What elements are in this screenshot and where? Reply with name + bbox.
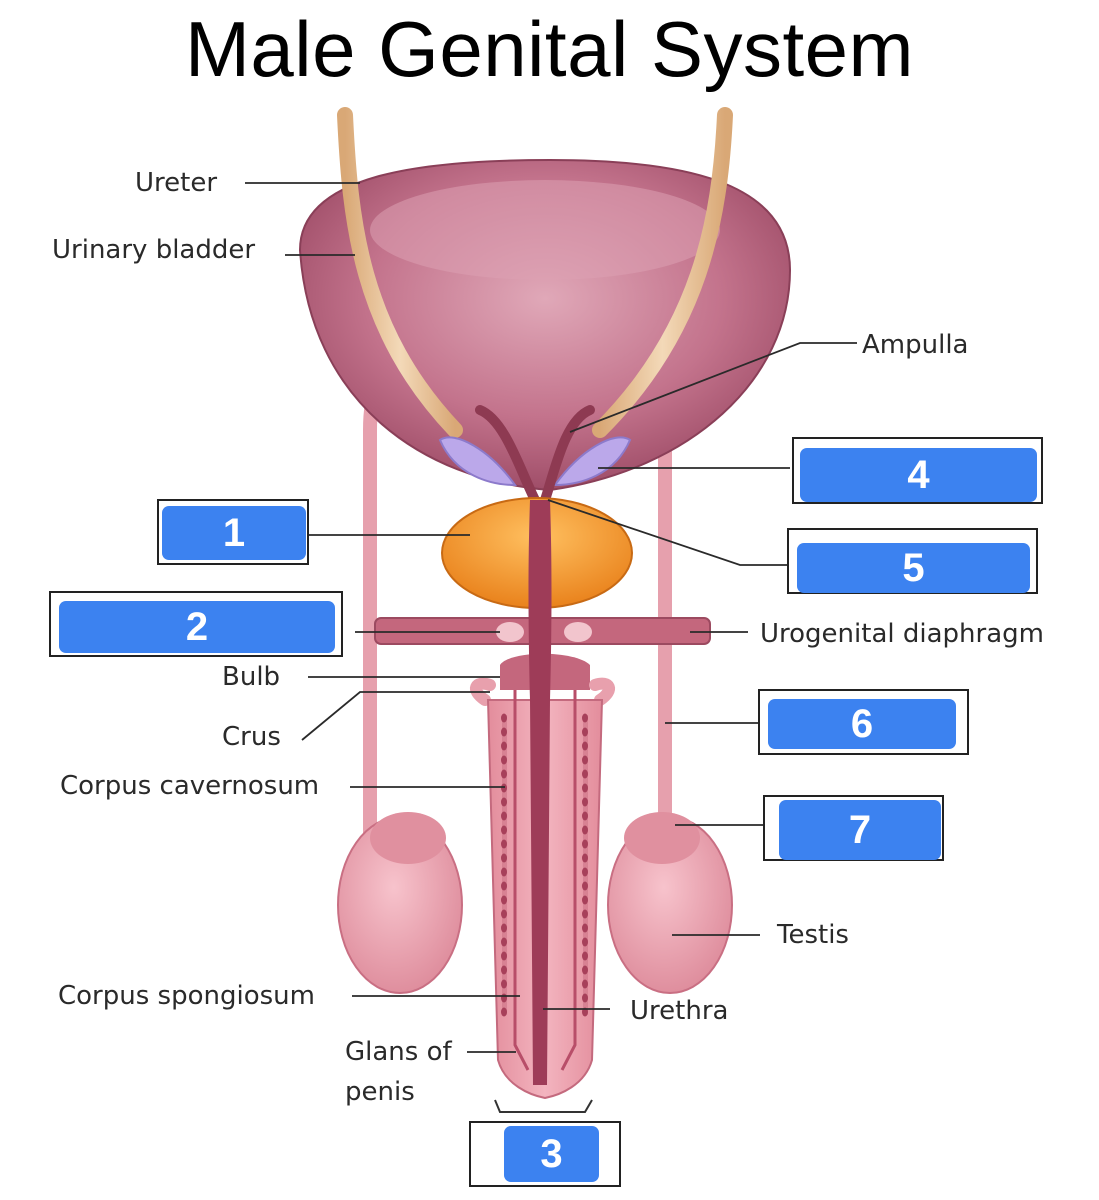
cavernosum-dot [501,867,507,877]
leader-lines [245,182,857,1053]
cavernosum-dot [582,909,588,919]
label-urethra: Urethra [630,996,729,1026]
answer-box-1[interactable]: 1 [157,499,309,565]
cavernosum-dot [501,769,507,779]
cavernosum-dot [501,993,507,1003]
answer-box-7[interactable]: 7 [763,795,944,861]
cavernosum-dot [501,923,507,933]
cavernosum-dot [582,867,588,877]
cavernosum-dot [501,1007,507,1017]
cavernosum-dot [501,825,507,835]
cavernosum-dot [582,937,588,947]
cavernosum-dot [501,755,507,765]
seminal-vesicle-right [553,436,632,487]
answer-box-4[interactable]: 4 [792,437,1043,504]
label-crus: Crus [222,722,281,752]
label-glans-of-penis: Glans of penis [345,1037,452,1107]
glans-bracket [494,1099,593,1113]
cavernosum-dot [501,937,507,947]
answer-label-4[interactable]: 4 [800,448,1037,502]
label-testis: Testis [777,920,849,950]
cavernosum-dot [582,713,588,723]
answer-box-3[interactable]: 3 [469,1121,621,1187]
cavernosum-dot [582,755,588,765]
cavernosum-dot [582,895,588,905]
cavernosum-dot [582,965,588,975]
urethra-shape [528,500,552,1085]
cavernosum-dot [501,979,507,989]
cavernosum-dot [582,951,588,961]
cavernosum-dot [582,979,588,989]
cavernosum-dot [582,839,588,849]
cavernosum-dot [582,993,588,1003]
cavernosum-dot [501,741,507,751]
answer-label-2[interactable]: 2 [59,601,335,653]
seminal-vesicle-left [438,436,517,487]
cavernosum-dot [582,797,588,807]
cavernosum-dot [582,727,588,737]
label-corpus-spongiosum: Corpus spongiosum [58,981,315,1011]
cavernosum-dot [501,853,507,863]
cavernosum-dot [501,965,507,975]
label-ureter: Ureter [135,168,218,198]
cavernosum-dot [501,909,507,919]
cavernosum-dot [582,783,588,793]
cavernosum-dot [501,727,507,737]
label-corpus-cavernosum: Corpus cavernosum [60,771,320,801]
answer-box-5[interactable]: 5 [787,528,1038,594]
cavernosum-dot [501,783,507,793]
cavernosum-dot [582,923,588,933]
label-urogenital-diaphragm: Urogenital diaphragm [760,619,1044,649]
cavernosum-dot [582,853,588,863]
label-bulb: Bulb [222,662,281,692]
cavernosum-dot [582,769,588,779]
ureter-left [337,107,463,438]
answer-box-2[interactable]: 2 [49,591,343,657]
ureter-right [592,107,733,438]
cavernosum-dot [582,881,588,891]
cavernosum-dots [501,713,588,1017]
answer-label-7[interactable]: 7 [779,800,941,860]
label-ampulla: Ampulla [862,330,969,360]
label-urinary-bladder: Urinary bladder [52,235,256,265]
cavernosum-dot [501,797,507,807]
cavernosum-dot [501,895,507,905]
cavernosum-dot [501,951,507,961]
cavernosum-dot [501,713,507,723]
answer-label-1[interactable]: 1 [162,506,306,560]
answer-box-6[interactable]: 6 [758,689,969,755]
cavernosum-dot [501,839,507,849]
cavernosum-dot [501,811,507,821]
page-title: Male Genital System [184,5,915,93]
answer-label-3[interactable]: 3 [504,1126,599,1182]
cavernosum-dot [582,741,588,751]
cavernosum-dot [501,881,507,891]
cavernosum-dot [582,825,588,835]
cavernosum-dot [582,811,588,821]
answer-label-6[interactable]: 6 [768,699,956,749]
answer-label-5[interactable]: 5 [797,543,1030,593]
